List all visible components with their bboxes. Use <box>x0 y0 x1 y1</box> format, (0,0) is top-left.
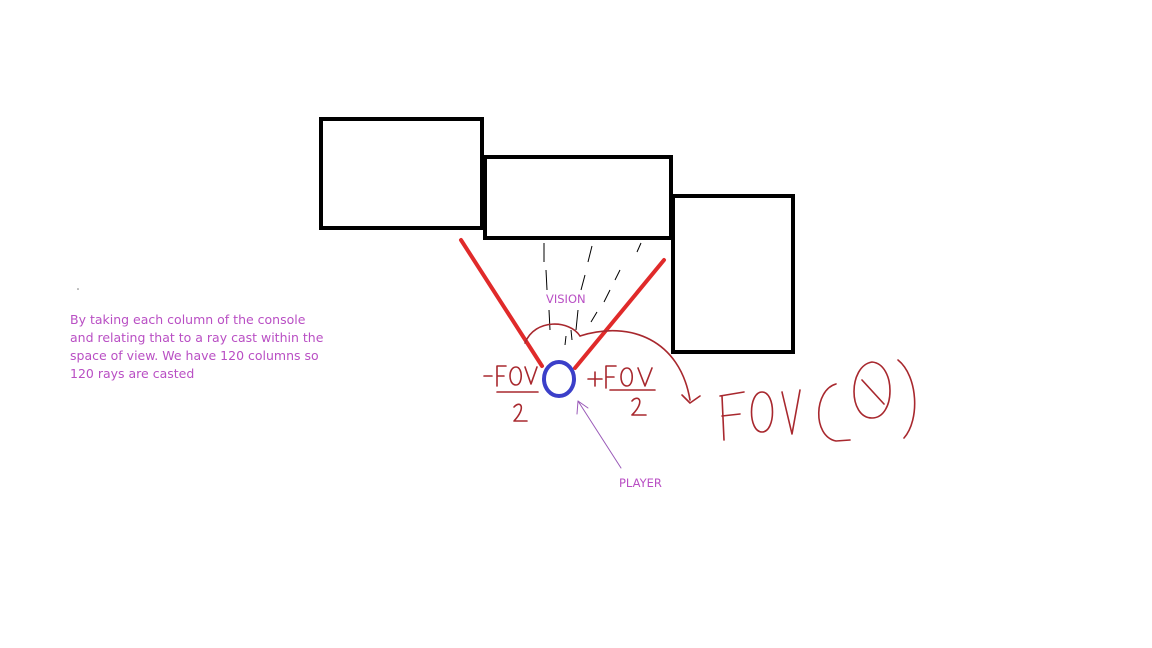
vision-label: VISION <box>546 292 586 306</box>
handwritten-plus-fov-over-2 <box>587 365 656 416</box>
wall-block-middle <box>483 155 673 240</box>
fov-right-edge <box>573 258 666 370</box>
ray-dashes <box>543 242 642 346</box>
wall-block-left <box>319 117 484 230</box>
player-label: PLAYER <box>619 476 662 490</box>
fov-angle-arc <box>524 323 581 344</box>
fov-arrow-head <box>681 394 701 404</box>
fov-left-edge <box>459 238 544 368</box>
wall-block-right <box>671 194 795 354</box>
player-pointer-arrow <box>576 400 622 469</box>
stray-dot <box>77 288 79 290</box>
player-circle <box>542 360 576 398</box>
annotation-text: By taking each column of the console and… <box>70 312 324 381</box>
handwritten-minus-fov-over-2 <box>483 365 539 422</box>
handwritten-fov-theta <box>719 359 916 442</box>
fov-arrow-curve <box>579 329 691 401</box>
